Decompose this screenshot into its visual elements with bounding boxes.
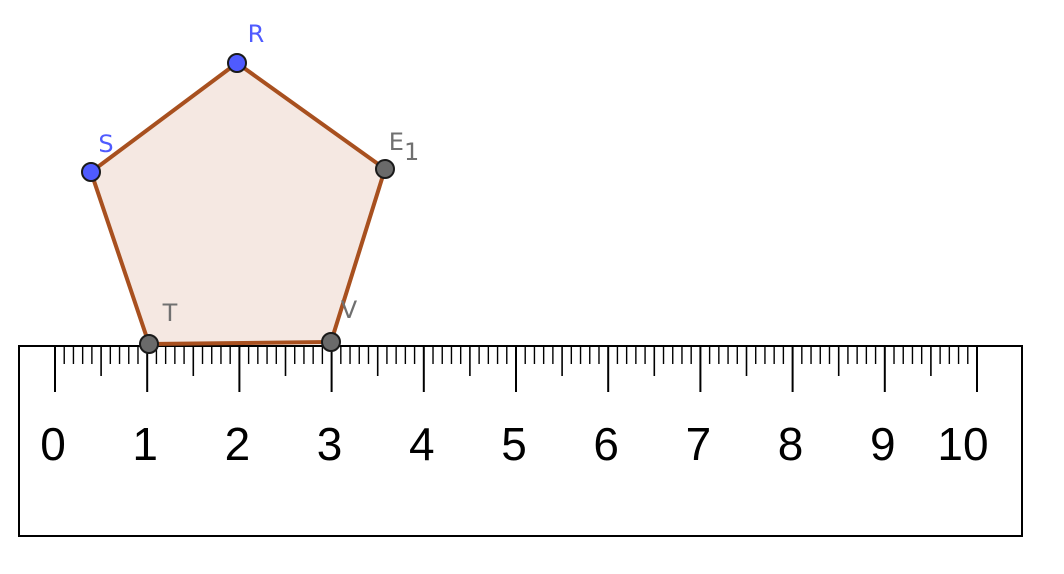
label-s: S: [98, 130, 113, 158]
pentagon-edges: [89, 61, 387, 346]
points-layer: [81, 53, 395, 354]
point-r[interactable]: [227, 53, 247, 73]
ruler-number: 9: [870, 418, 896, 470]
ruler-number: 0: [40, 418, 66, 470]
pentagon-edge: [89, 61, 239, 174]
ruler-ticks: [54, 346, 978, 392]
ruler-number: 1: [132, 418, 158, 470]
label-v: V: [341, 296, 358, 324]
ruler-number: 7: [686, 418, 712, 470]
ruler-number: 6: [593, 418, 619, 470]
pentagon-edge: [147, 340, 333, 346]
ruler-number: 5: [501, 418, 527, 470]
ruler-body: [18, 345, 1023, 537]
ruler-number: 2: [225, 418, 251, 470]
label-e1: E1: [389, 128, 419, 166]
pentagon-edge: [89, 170, 151, 346]
label-r: R: [248, 20, 265, 48]
pentagon: [89, 61, 387, 346]
ruler-number: 10: [937, 418, 988, 470]
pentagon-edge: [235, 61, 387, 171]
point-s[interactable]: [81, 162, 101, 182]
ruler-number: 8: [778, 418, 804, 470]
ruler-number: 3: [317, 418, 343, 470]
ruler-number: 4: [409, 418, 435, 470]
point-t: [139, 334, 159, 354]
pentagon-edge: [329, 167, 387, 344]
point-e1: [375, 159, 395, 179]
label-subscript: 1: [404, 138, 419, 166]
label-t: T: [162, 299, 178, 327]
point-labels: R S T V E1: [98, 20, 419, 327]
ruler-numbers: 0 1 2 3 4 5 6 7 8 9 10: [40, 418, 988, 470]
ruler: 0 1 2 3 4 5 6 7 8 9 10: [18, 345, 1023, 537]
pentagon-fill: [91, 63, 385, 344]
point-v: [321, 332, 341, 352]
